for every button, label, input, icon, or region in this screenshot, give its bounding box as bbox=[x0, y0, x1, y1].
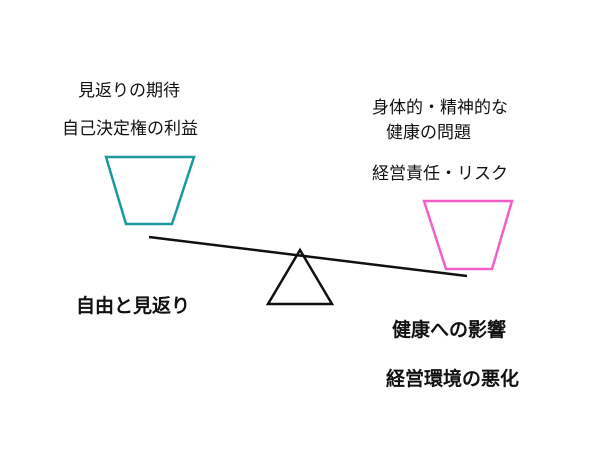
balance-beam bbox=[148, 235, 468, 278]
right-cup bbox=[422, 199, 514, 271]
right-label-2: 健康の問題 bbox=[386, 123, 471, 143]
left-label-2: 自己決定権の利益 bbox=[62, 119, 198, 139]
right-heading-2: 経営環境の悪化 bbox=[386, 368, 520, 390]
right-label-1: 身体的・精神的な bbox=[372, 98, 508, 118]
fulcrum-triangle bbox=[265, 247, 335, 306]
right-label-3: 経営責任・リスク bbox=[372, 164, 508, 184]
left-cup bbox=[104, 155, 196, 226]
left-heading: 自由と見返り bbox=[76, 295, 191, 317]
right-heading-1: 健康への影響 bbox=[392, 319, 507, 341]
left-label-1: 見返りの期待 bbox=[78, 81, 180, 101]
